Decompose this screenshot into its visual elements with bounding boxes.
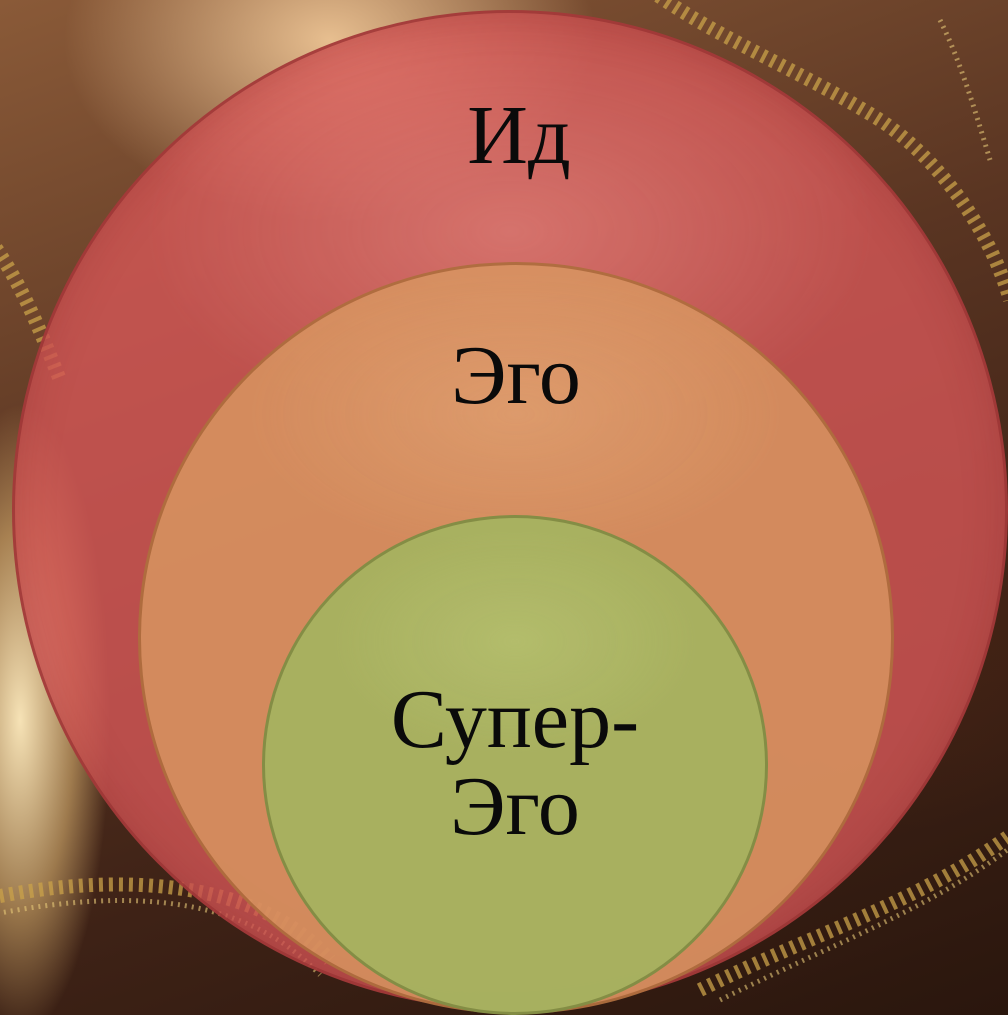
superego-label-line2: Эго — [450, 760, 580, 854]
superego-label: Супер- Эго — [262, 676, 768, 851]
id-label: Ид — [467, 89, 571, 182]
superego-label-line1: Супер- — [390, 673, 640, 766]
ego-label: Эго — [451, 329, 581, 422]
superego-circle — [262, 515, 768, 1015]
